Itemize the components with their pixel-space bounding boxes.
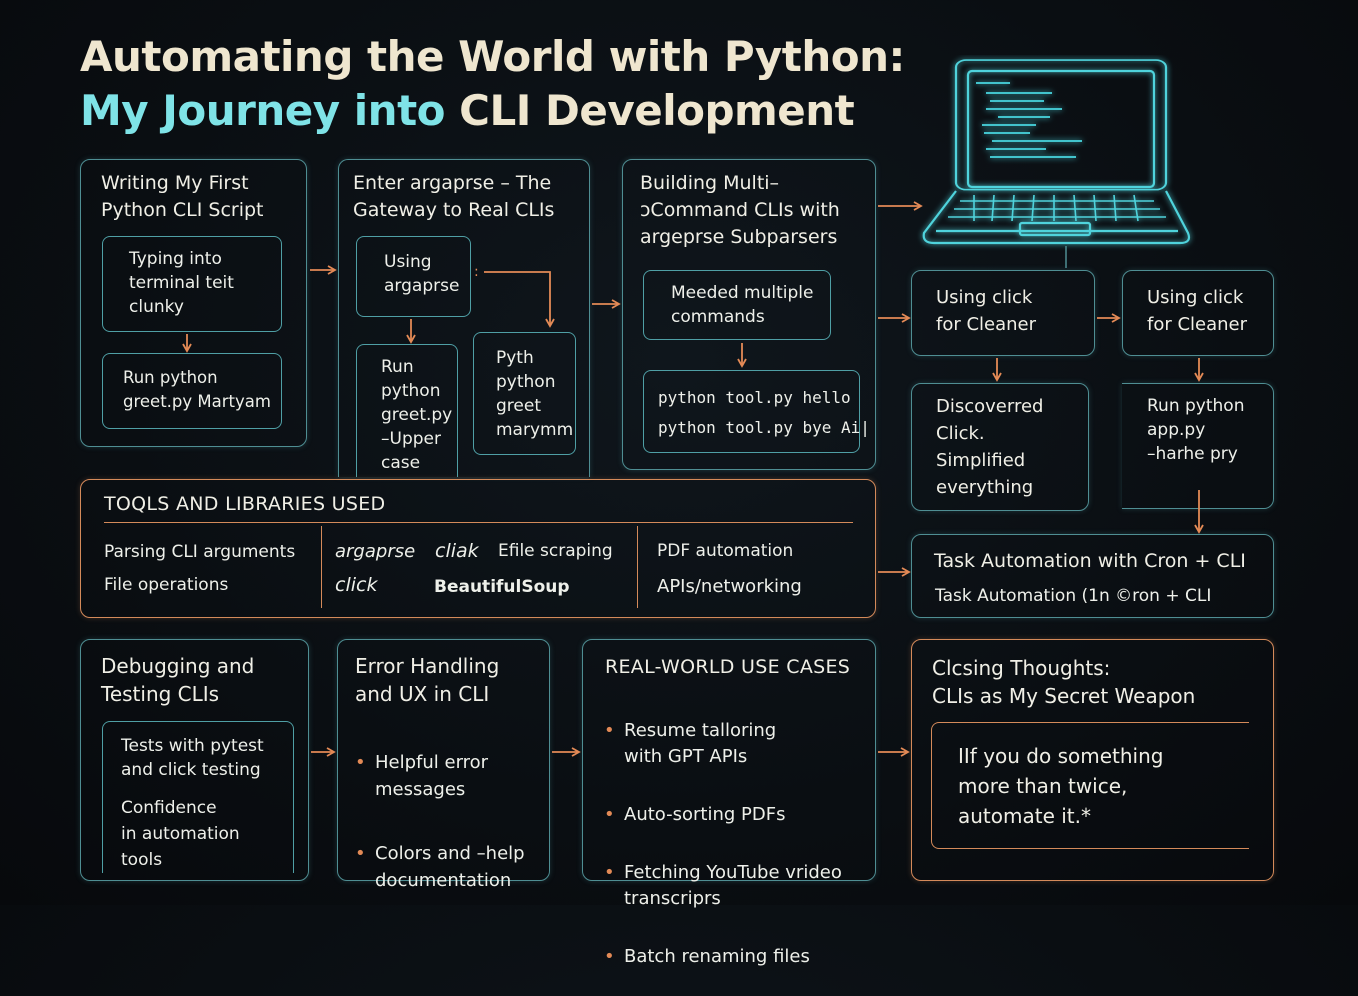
closing-card bbox=[911, 639, 1274, 881]
argparse-heading: Enter argaprse – The Gateway to Real CLI… bbox=[353, 172, 555, 221]
argparse-step-3 bbox=[473, 332, 576, 455]
click-b-step-2 bbox=[1122, 383, 1274, 509]
click-a-step-1-text: Using click for Cleaner bbox=[936, 287, 1037, 335]
tools-cell-cliak: cliak bbox=[435, 540, 479, 562]
subparsers-heading: Building Multi– ↄCommand CLIs with argep… bbox=[640, 172, 840, 248]
tools-cell-parsing: Parsing CLI arguments bbox=[104, 542, 296, 562]
click-b-step-1 bbox=[1122, 270, 1274, 356]
subparsers-step-1 bbox=[643, 270, 831, 340]
usecases-heading: REAL-WORLD USE CASES bbox=[605, 656, 851, 678]
errors-item: Helpful error messages bbox=[355, 749, 525, 803]
usecases-item: Batch renaming files bbox=[604, 944, 842, 970]
title-line-2-b: CLI Development bbox=[459, 86, 855, 135]
tools-divider-2 bbox=[637, 526, 638, 608]
argparse-step-1-text: Using argaprse bbox=[384, 252, 460, 296]
first-script-step-1-text: Typing into terminal teit clunky bbox=[129, 249, 234, 317]
tools-divider-1 bbox=[321, 526, 322, 608]
errors-heading: Error Handling and UX in CLI bbox=[355, 654, 500, 706]
tools-cell-efile-scraping: Efile scraping bbox=[498, 541, 613, 561]
first-script-step-2-text: Run python greet.py Martyam bbox=[123, 368, 271, 411]
click-a-step-2-text: Discoverred Click. Simplified everything bbox=[936, 396, 1044, 498]
debug-heading: Debugging and Testing CLIs bbox=[101, 654, 255, 706]
title-line-2: My Journey into CLI Development bbox=[80, 84, 905, 138]
first-script-heading: Writing My First Python CLI Script bbox=[101, 172, 264, 221]
tools-heading: TOQLS AND LIBRARIES USED bbox=[104, 493, 386, 515]
tools-cell-pdf-automation: PDF automation bbox=[657, 541, 794, 561]
first-script-step-2 bbox=[102, 353, 282, 429]
debug-inner bbox=[102, 721, 294, 873]
subparsers-step-2 bbox=[643, 370, 860, 453]
page-title: Automating the World with Python: My Jou… bbox=[80, 30, 905, 138]
argparse-step-3-text: Pyth python greet marymm bbox=[496, 348, 574, 440]
subparsers-card bbox=[622, 159, 876, 470]
click-b-step-1-text: Using click for Cleaner bbox=[1147, 287, 1248, 335]
closing-quote: IIf you do something more than twice, au… bbox=[958, 744, 1164, 828]
click-b-step-2-text: Run python app.py –harhe pry bbox=[1147, 396, 1245, 464]
click-a-step-2 bbox=[911, 383, 1089, 511]
tools-cell-argaprse: argaprse bbox=[335, 541, 416, 562]
debug-line-2: Confidence in automation tools bbox=[121, 798, 240, 870]
tools-cell-click: click bbox=[335, 574, 378, 596]
argparse-step-2-text: Run python greet.py –Upper case bbox=[381, 357, 453, 473]
debug-line-1: Tests with pytest and click testing bbox=[121, 736, 264, 780]
argparse-card bbox=[338, 159, 590, 477]
first-script-step-1 bbox=[102, 236, 282, 332]
tools-cell-apis: APIs/networking bbox=[657, 576, 802, 597]
closing-quote-box bbox=[931, 722, 1249, 849]
debug-card bbox=[80, 639, 309, 881]
tools-cell-file-operations: File operations bbox=[104, 575, 229, 595]
cron-line-2: Task Automation (1n ©ron + CLI bbox=[935, 586, 1212, 606]
usecases-item: Auto-sorting PDFs bbox=[604, 802, 842, 828]
closing-heading: Clcsing Thoughts: CLIs as My Secret Weap… bbox=[932, 656, 1196, 708]
argparse-step-2 bbox=[356, 344, 458, 477]
title-line-1: Automating the World with Python: bbox=[80, 32, 905, 81]
cron-card bbox=[911, 534, 1274, 618]
errors-list: Helpful error messages Colors and –help … bbox=[355, 722, 525, 921]
usecases-list: Resume talloring with GPT APIs Auto-sort… bbox=[604, 692, 842, 996]
tools-panel bbox=[80, 479, 876, 618]
usecases-item: Resume talloring with GPT APIs bbox=[604, 718, 842, 770]
errors-item: Colors and –help documentation bbox=[355, 840, 525, 894]
subparsers-step-2-text: python tool.py hello python tool.py bye … bbox=[658, 388, 870, 437]
subparsers-step-1-text: Meeded multiple commands bbox=[671, 283, 814, 327]
cron-line-1: Task Automation with Cron + CLI bbox=[934, 550, 1246, 572]
click-a-step-1 bbox=[911, 270, 1095, 356]
title-line-2-a: My Journey into bbox=[80, 86, 460, 135]
laptop-icon bbox=[922, 59, 1191, 245]
tools-underline bbox=[104, 522, 853, 523]
first-script-card bbox=[80, 159, 307, 447]
tools-cell-beautifulsoup: BeautifulSoup bbox=[434, 577, 570, 597]
usecases-item: Fetching YouTube vrideo transcriprs bbox=[604, 860, 842, 912]
argparse-step-1 bbox=[356, 236, 471, 317]
